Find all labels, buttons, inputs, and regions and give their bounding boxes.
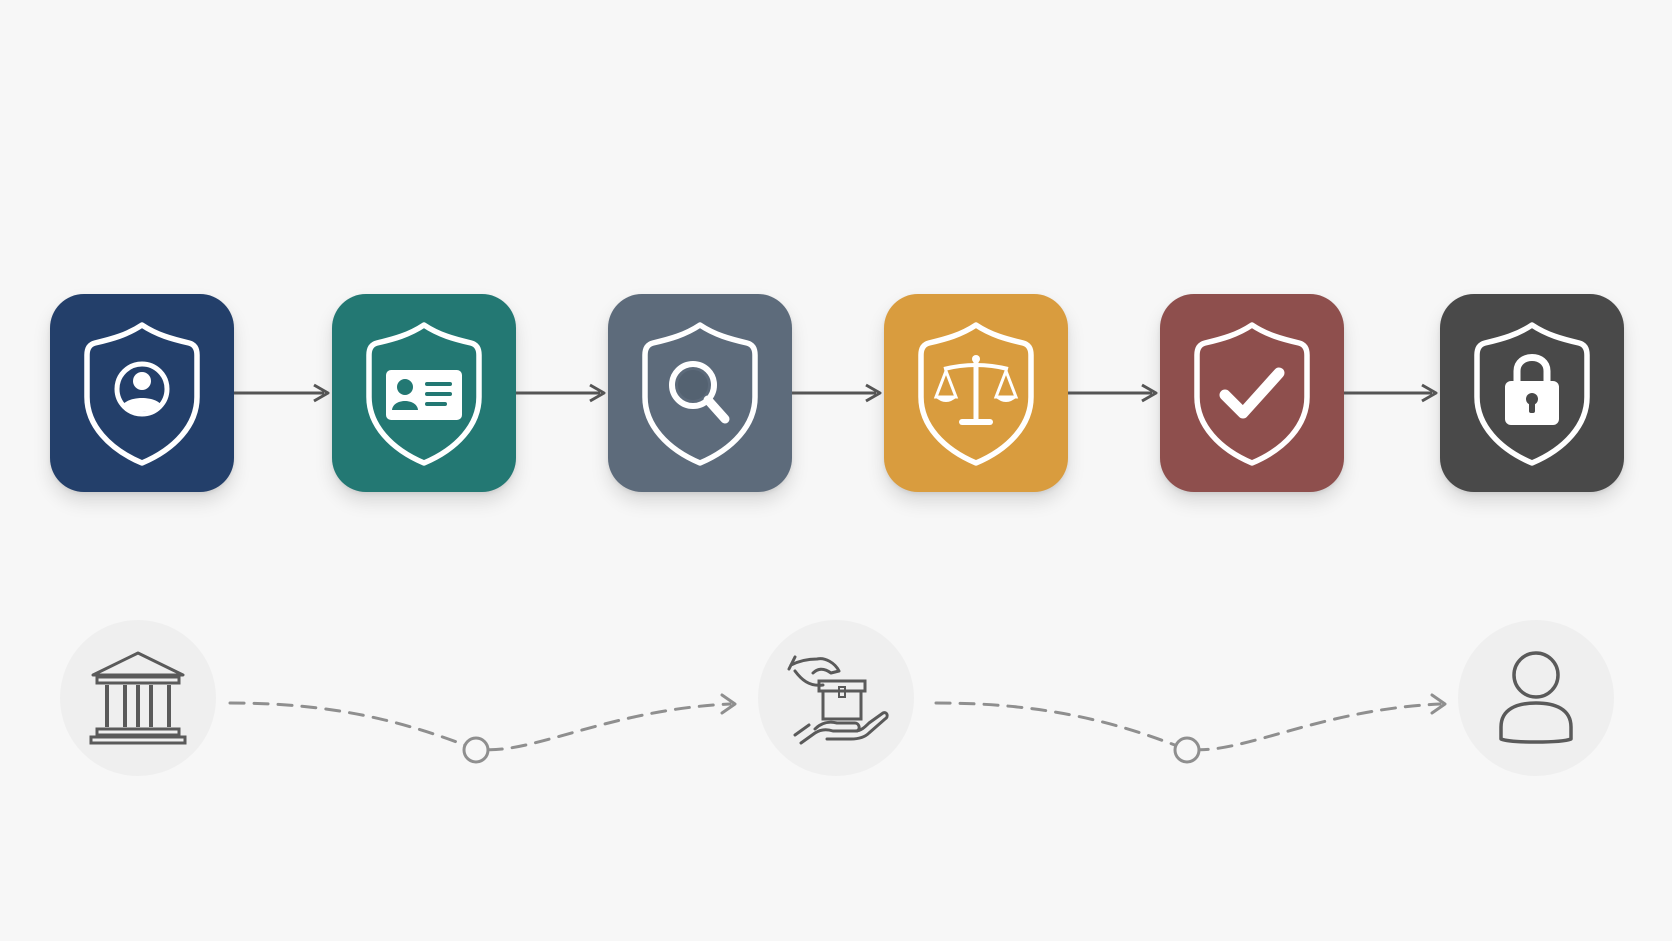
shield-scales-icon: [918, 322, 1034, 466]
flow-arrow-2: [516, 383, 606, 403]
flow-arrow-1: [234, 383, 330, 403]
shield-check-icon: [1194, 322, 1310, 466]
flow-arrow-3: [792, 383, 882, 403]
hand-package-icon: [787, 655, 889, 745]
step-tile-shield-lock: [1440, 294, 1624, 492]
flow-arrow-5: [1344, 383, 1438, 403]
step-tile-shield-id-card: [332, 294, 516, 492]
dashed-flow-arrowhead-1: [720, 693, 737, 715]
bank-building-icon: [89, 651, 187, 745]
flow-waypoint-1: [462, 736, 490, 764]
step-tile-shield-search: [608, 294, 792, 492]
step-tile-shield-scales: [884, 294, 1068, 492]
flow-waypoint-2: [1173, 736, 1201, 764]
node-person: [1458, 620, 1614, 776]
shield-user-icon: [84, 322, 200, 466]
node-hand-package: [758, 620, 914, 776]
person-icon: [1499, 651, 1573, 744]
dashed-flow-arrowhead-2: [1430, 693, 1447, 715]
shield-id-card-icon: [366, 322, 482, 466]
step-tile-shield-user: [50, 294, 234, 492]
flow-arrow-4: [1068, 383, 1158, 403]
node-bank: [60, 620, 216, 776]
step-tile-shield-check: [1160, 294, 1344, 492]
shield-search-icon: [642, 322, 758, 466]
shield-lock-icon: [1474, 322, 1590, 466]
